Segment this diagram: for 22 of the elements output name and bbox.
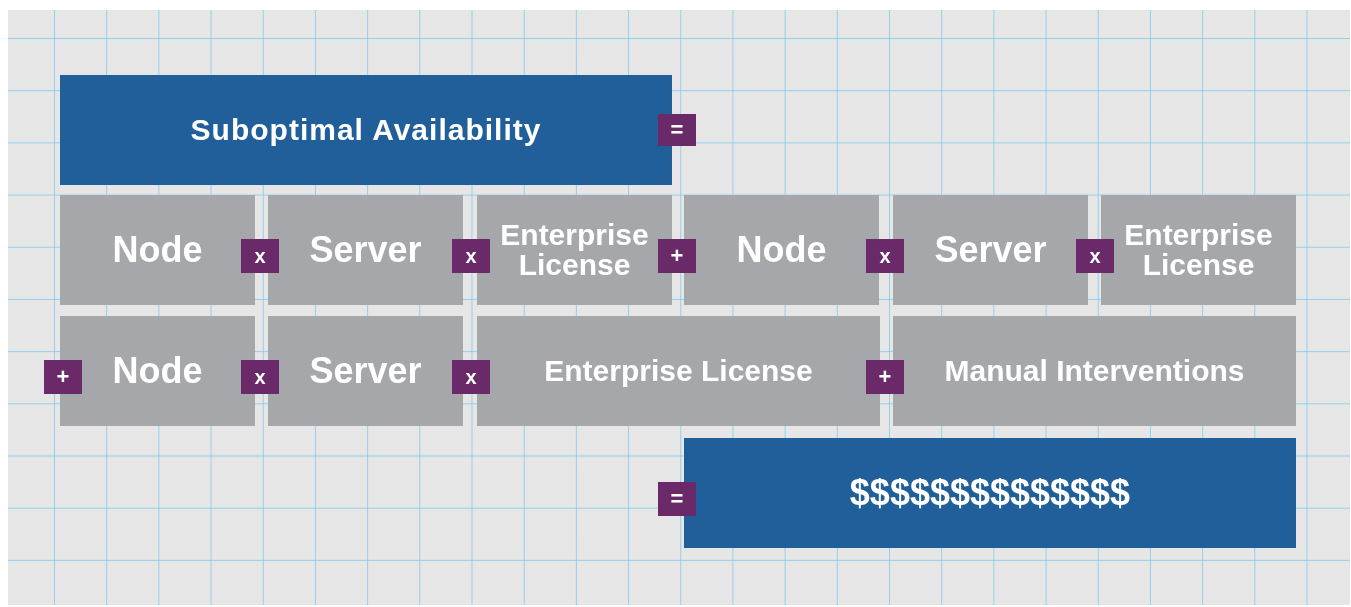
term-box: Enterprise License — [1101, 195, 1296, 305]
term-box: Enterprise License — [477, 316, 880, 426]
result-bar: $$$$$$$$$$$$$$ — [684, 438, 1296, 548]
operator-square: + — [866, 360, 904, 394]
operator-square: x — [1076, 239, 1114, 273]
operator-square: + — [44, 360, 82, 394]
term-box: Node — [684, 195, 879, 305]
operator-square: + — [658, 239, 696, 273]
result-bar: Suboptimal Availability — [60, 75, 672, 185]
operator-square: x — [452, 360, 490, 394]
operator-square: x — [241, 239, 279, 273]
term-box: Server — [268, 316, 463, 426]
operator-square: = — [658, 482, 696, 516]
term-box: Manual Interventions — [893, 316, 1296, 426]
term-box: Node — [60, 195, 255, 305]
term-box: Enterprise License — [477, 195, 672, 305]
term-box: Server — [268, 195, 463, 305]
term-box: Server — [893, 195, 1088, 305]
operator-square: = — [658, 114, 696, 146]
operator-square: x — [866, 239, 904, 273]
operator-square: x — [452, 239, 490, 273]
operator-square: x — [241, 360, 279, 394]
